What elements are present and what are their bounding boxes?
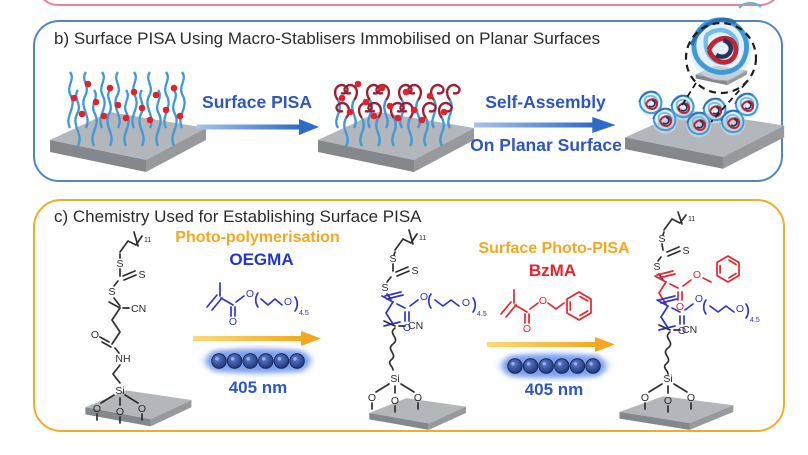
- atom-cn: CN: [682, 324, 697, 336]
- atom-o: O: [138, 403, 146, 415]
- atom-o: O: [695, 293, 703, 305]
- atom-s: S: [116, 258, 123, 270]
- oegma-label: OEGMA: [229, 250, 294, 269]
- raft-silane-structure: 11 S S S CN O NH Si O O O: [85, 231, 192, 427]
- panel-c-title: c) Chemistry Used for Establishing Surfa…: [54, 207, 422, 226]
- self-assembly-label: Self-Assembly: [485, 92, 606, 112]
- panel-b-title: b) Surface PISA Using Macro-Stablisers I…: [54, 29, 601, 48]
- atom-o: O: [523, 323, 531, 335]
- reaction1-arrow: [193, 331, 321, 346]
- panel-a-cropped: [36, 0, 782, 6]
- alkyl-repeat-subscript: 11: [144, 237, 151, 244]
- atom-o: O: [539, 295, 547, 307]
- poegma-brush-structure: 11 S S S O O O 4.5 CN CN Si O O O: [368, 229, 487, 430]
- oeg-repeat-subscript: 4.5: [477, 311, 487, 318]
- photo-polymerisation-label: Photo-polymerisation: [175, 229, 340, 246]
- initiator-dots: [70, 80, 184, 124]
- wavelength-label-1: 405 nm: [228, 378, 288, 397]
- atom-o: O: [391, 395, 399, 407]
- atom-s: S: [389, 253, 396, 265]
- atom-s: S: [658, 233, 665, 245]
- bzma-monomer-structure: O O: [500, 289, 592, 335]
- alkyl-repeat-subscript: 11: [419, 235, 426, 242]
- atom-nh: NH: [115, 353, 130, 365]
- micelle-inset: [684, 19, 758, 95]
- atom-o: O: [246, 288, 254, 300]
- macro-stabiliser-brush-illustration: [50, 70, 206, 172]
- surface-slab: [619, 396, 734, 430]
- atom-si: Si: [663, 373, 672, 385]
- atom-s: S: [653, 261, 660, 273]
- atom-si: Si: [390, 373, 399, 385]
- atom-o: O: [641, 392, 649, 404]
- atom-s: S: [682, 245, 689, 257]
- magnifier-cone-lines: [678, 82, 747, 123]
- atom-o: O: [693, 269, 701, 281]
- oegma-monomer-structure: O O O 4.5: [206, 282, 309, 328]
- atom-cn: CN: [131, 303, 146, 315]
- atom-o: O: [736, 303, 744, 315]
- atom-s: S: [381, 282, 388, 294]
- atom-o: O: [284, 296, 292, 308]
- inset-micelle: [690, 19, 751, 80]
- reaction2-arrow: [487, 337, 615, 352]
- atom-o: O: [403, 322, 411, 334]
- bzma-label: BzMA: [528, 261, 577, 280]
- wavelength-label-2: 405 nm: [524, 380, 584, 399]
- atom-s: S: [138, 269, 145, 281]
- chain-extended-brush-illustration: [318, 80, 474, 172]
- atom-s: S: [411, 265, 418, 277]
- dashed-inset-circle: [684, 21, 758, 95]
- surface-pisa-arrow: [197, 119, 319, 135]
- on-planar-surface-label: On Planar Surface: [470, 135, 622, 155]
- panel-a-polymer-fragment-icon: [738, 1, 762, 9]
- atom-o: O: [414, 392, 422, 404]
- atom-o: O: [368, 392, 376, 404]
- atom-o: O: [229, 316, 237, 328]
- alkyl-repeat-subscript: 11: [688, 216, 695, 223]
- atom-o: O: [116, 406, 124, 418]
- atom-cn: CN: [408, 320, 423, 332]
- atom-o: O: [678, 325, 686, 337]
- led-light-icon: [204, 347, 312, 375]
- atom-o: O: [676, 301, 684, 313]
- atom-o: O: [91, 329, 99, 341]
- initiator-dots: [338, 80, 448, 124]
- atom-o: O: [687, 392, 695, 404]
- diblock-copolymer-structure: 11 S S S O O O O O 4.5 CN Si O O O: [619, 211, 760, 430]
- atom-o: O: [93, 403, 101, 415]
- surface-photo-pisa-label: Surface Photo-PISA: [478, 240, 630, 257]
- atom-o: O: [462, 297, 470, 309]
- assembled-micelles-illustration: [625, 19, 785, 169]
- atom-s: S: [108, 286, 115, 298]
- oeg-repeat-subscript: 4.5: [299, 310, 309, 317]
- surface-pisa-label: Surface PISA: [202, 92, 312, 112]
- atom-o: O: [420, 291, 428, 303]
- oeg-repeat-subscript: 4.5: [750, 317, 760, 324]
- led-light-icon: [500, 352, 608, 380]
- self-assembly-arrow: [474, 117, 616, 133]
- atom-o: O: [664, 395, 672, 407]
- atom-si: Si: [115, 385, 124, 397]
